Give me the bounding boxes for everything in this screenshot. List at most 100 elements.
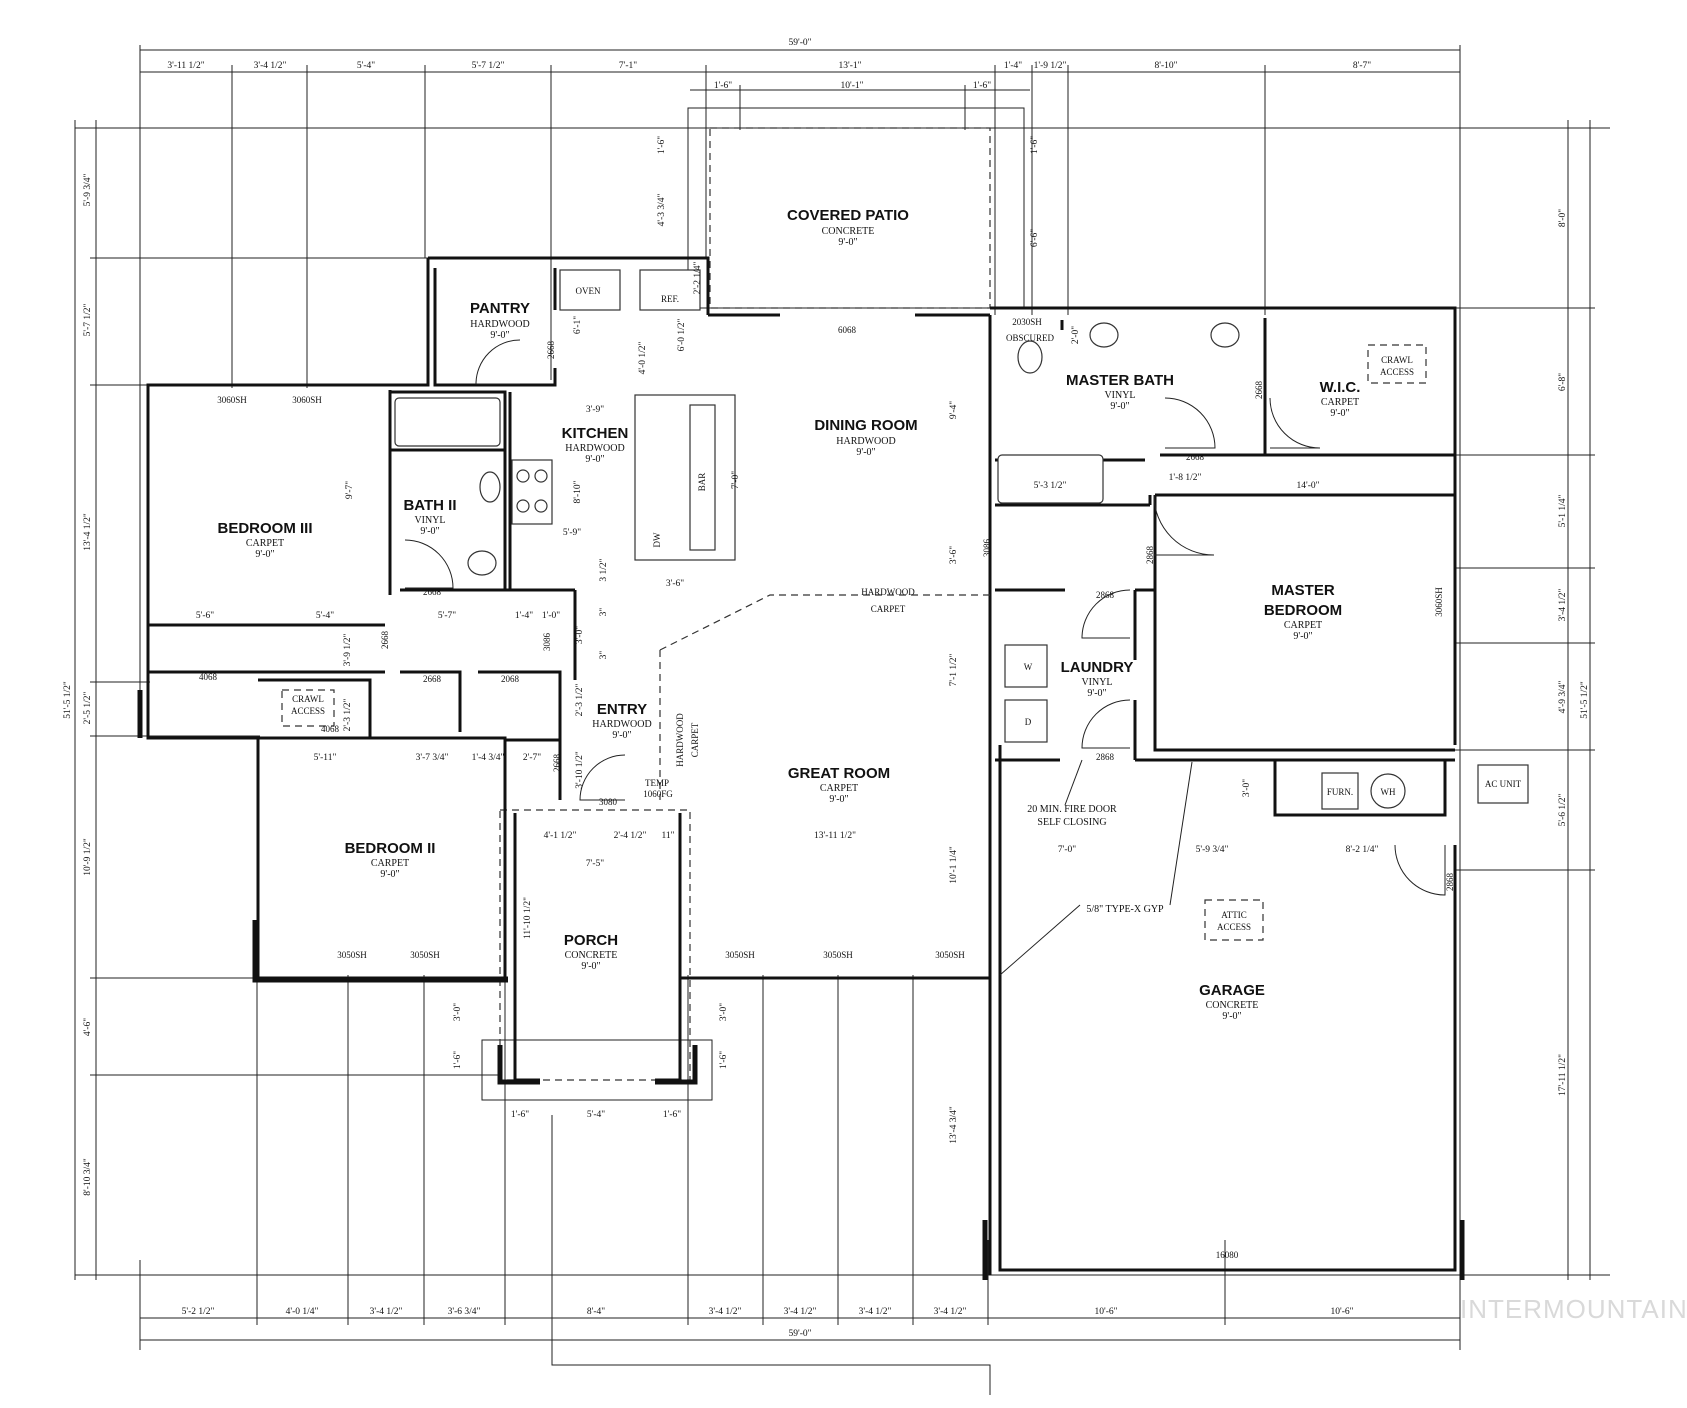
svg-text:ENTRY: ENTRY [597, 701, 647, 718]
svg-text:3086: 3086 [542, 633, 552, 652]
left-dimensions: 5'-9 3/4" 5'-7 1/2" 13'-4 1/2" 2'-5 1/2"… [63, 174, 93, 1196]
svg-text:3'-6 3/4": 3'-6 3/4" [448, 1307, 481, 1317]
svg-text:7'-1 1/2": 7'-1 1/2" [949, 654, 959, 687]
bath-ii-toilet [479, 471, 501, 503]
svg-text:3'-6": 3'-6" [949, 546, 959, 564]
svg-text:3": 3" [599, 651, 609, 660]
attic-label: ATTIC [1221, 910, 1247, 920]
svg-text:2668: 2668 [423, 674, 442, 684]
svg-text:5'-6 1/2": 5'-6 1/2" [1558, 794, 1568, 827]
svg-text:BEDROOM III: BEDROOM III [217, 520, 312, 537]
room-garage: GARAGE CONCRETE 9'-0" [1199, 982, 1265, 1022]
svg-text:10'-6": 10'-6" [1330, 1307, 1353, 1317]
svg-text:2'-4 1/2": 2'-4 1/2" [614, 831, 647, 841]
svg-text:2'-2 1/4": 2'-2 1/4" [693, 262, 703, 295]
obscured-label: OBSCURED [1006, 333, 1055, 343]
svg-text:2668: 2668 [1186, 452, 1205, 462]
svg-text:HARDWOOD: HARDWOOD [565, 443, 624, 454]
svg-text:10'-1": 10'-1" [840, 81, 863, 91]
svg-text:9'-0": 9'-0" [585, 454, 604, 465]
svg-text:2'-3 1/2": 2'-3 1/2" [343, 699, 353, 732]
svg-text:2868: 2868 [1096, 590, 1115, 600]
master-toilet [1017, 340, 1043, 374]
svg-text:4'-3 3/4": 4'-3 3/4" [657, 194, 667, 227]
svg-text:BATH II: BATH II [403, 497, 456, 514]
master-sink-2 [1210, 322, 1240, 348]
washer-label: W [1024, 662, 1033, 672]
range [511, 459, 553, 525]
interior-walls [148, 268, 1455, 978]
svg-text:8'-4": 8'-4" [587, 1307, 605, 1317]
svg-text:3'-4 1/2": 3'-4 1/2" [709, 1307, 742, 1317]
interior-dimensions: 1'-6" 4'-3 3/4" 2'-2 1/4" 1'-6" 6'-6" 6'… [196, 136, 1379, 1144]
room-porch: PORCH CONCRETE 9'-0" [564, 932, 618, 972]
ref-label: REF. [661, 294, 679, 304]
bottom-dimensions: 5'-2 1/2" 4'-0 1/4" 3'-4 1/2" 3'-6 3/4" … [182, 1307, 1354, 1339]
svg-text:6068: 6068 [838, 325, 857, 335]
svg-text:GREAT ROOM: GREAT ROOM [788, 765, 890, 782]
svg-text:7'-0": 7'-0" [731, 471, 741, 489]
svg-text:1'-4": 1'-4" [515, 611, 533, 621]
svg-text:11": 11" [661, 831, 674, 841]
svg-text:9'-0": 9'-0" [1110, 401, 1129, 412]
svg-text:13'-4 3/4": 13'-4 3/4" [949, 1106, 959, 1144]
svg-text:5'-9 3/4": 5'-9 3/4" [83, 174, 93, 207]
svg-text:14'-0": 14'-0" [1296, 481, 1319, 491]
svg-text:CARPET: CARPET [1321, 397, 1359, 408]
room-covered-patio: COVERED PATIO CONCRETE 9'-0" [787, 207, 909, 248]
svg-text:9'-0": 9'-0" [1330, 408, 1349, 419]
svg-text:3'-0": 3'-0" [719, 1003, 729, 1021]
svg-text:3060SH: 3060SH [292, 395, 322, 405]
svg-text:CARPET: CARPET [246, 538, 284, 549]
svg-text:5'-7 1/2": 5'-7 1/2" [472, 61, 505, 71]
svg-text:5'-7": 5'-7" [438, 611, 456, 621]
svg-text:9'-7": 9'-7" [345, 481, 355, 499]
bar-label: BAR [697, 473, 707, 492]
ac-unit-label: AC UNIT [1485, 779, 1522, 789]
svg-text:5'-7 1/2": 5'-7 1/2" [83, 304, 93, 337]
svg-text:5'-11": 5'-11" [314, 753, 337, 763]
svg-text:2068: 2068 [501, 674, 520, 684]
svg-text:6'-0 1/2": 6'-0 1/2" [677, 319, 687, 352]
svg-text:9'-0": 9'-0" [838, 237, 857, 248]
attic-access-label: ACCESS [1217, 922, 1251, 932]
svg-text:8'-2 1/4": 8'-2 1/4" [1346, 845, 1379, 855]
svg-text:2668: 2668 [552, 754, 562, 773]
svg-text:BEDROOM: BEDROOM [1264, 602, 1342, 619]
svg-text:1'-6": 1'-6" [973, 81, 991, 91]
svg-text:10'-6": 10'-6" [1094, 1307, 1117, 1317]
dryer [1004, 699, 1048, 743]
svg-text:3'-4 1/2": 3'-4 1/2" [1558, 589, 1568, 622]
svg-text:5'-2 1/2": 5'-2 1/2" [182, 1307, 215, 1317]
svg-text:5'-9": 5'-9" [563, 528, 581, 538]
opening-labels: 3060SH 3060SH 3060SH 3050SH 3050SH 3050S… [199, 317, 1455, 1260]
master-sink-1 [1089, 322, 1119, 348]
svg-text:8'-7": 8'-7" [1353, 61, 1371, 71]
svg-text:1'-6": 1'-6" [657, 136, 667, 154]
room-wic: W.I.C. CARPET 9'-0" [1320, 379, 1361, 419]
hall-crawl-label: CRAWL [292, 694, 324, 704]
svg-text:1'-0": 1'-0" [542, 611, 560, 621]
svg-text:4'-0 1/4": 4'-0 1/4" [286, 1307, 319, 1317]
svg-text:9'-4": 9'-4" [949, 401, 959, 419]
svg-text:HARDWOOD: HARDWOOD [836, 436, 895, 447]
svg-text:2868: 2868 [1096, 752, 1115, 762]
svg-text:6'-1": 6'-1" [573, 316, 583, 334]
svg-text:BEDROOM II: BEDROOM II [345, 840, 436, 857]
svg-text:1060FG: 1060FG [643, 789, 673, 799]
svg-text:4'-9 3/4": 4'-9 3/4" [1558, 681, 1568, 714]
floor-hardwood-label: HARDWOOD [861, 587, 915, 597]
svg-text:CARPET: CARPET [1284, 620, 1322, 631]
exterior-walls [137, 256, 1465, 1280]
room-master-bath: MASTER BATH VINYL 9'-0" [1066, 372, 1174, 412]
svg-text:3050SH: 3050SH [823, 950, 853, 960]
svg-text:3'-4 1/2": 3'-4 1/2" [934, 1307, 967, 1317]
floor-carpet-label: CARPET [871, 604, 906, 614]
notes: 20 MIN. FIRE DOOR SELF CLOSING 5/8" TYPE… [999, 759, 1193, 976]
svg-text:51'-5 1/2": 51'-5 1/2" [63, 681, 73, 719]
svg-text:3 1/2": 3 1/2" [599, 558, 609, 581]
svg-text:4'-1 1/2": 4'-1 1/2" [544, 831, 577, 841]
svg-text:VINYL: VINYL [414, 515, 445, 526]
svg-text:CONCRETE: CONCRETE [565, 950, 618, 961]
